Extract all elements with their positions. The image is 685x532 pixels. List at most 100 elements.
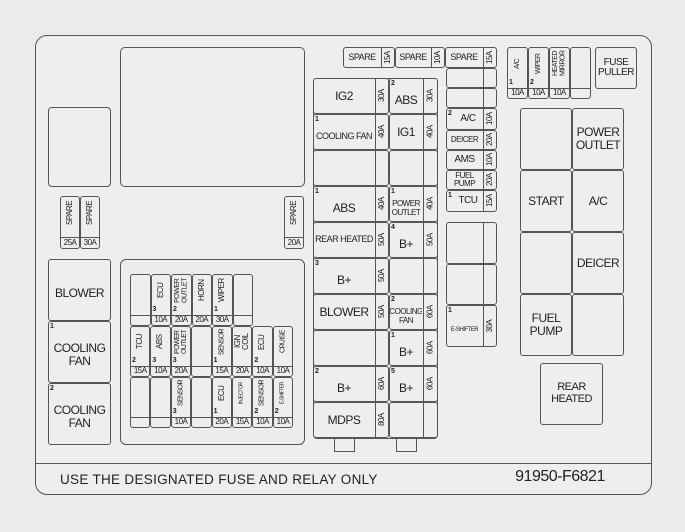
- fuse-slot[interactable]: [313, 186, 389, 222]
- fuse-slot[interactable]: [446, 150, 497, 170]
- fuse-label: POWER OUTLET: [173, 329, 188, 355]
- fuse-slot[interactable]: [130, 377, 151, 428]
- fuse-slot[interactable]: [313, 222, 389, 258]
- fuse-slot[interactable]: [446, 130, 497, 150]
- fuse-slot[interactable]: [60, 196, 80, 249]
- fuse-slot[interactable]: [446, 68, 497, 88]
- relay-slot[interactable]: [520, 294, 572, 356]
- fuse-slot[interactable]: [389, 402, 438, 438]
- fuse-slot[interactable]: [446, 108, 497, 130]
- relay-slot[interactable]: [520, 232, 572, 294]
- fuse-slot[interactable]: [446, 263, 497, 305]
- fuse-slot[interactable]: [284, 196, 304, 249]
- fuse-amp: 20A: [174, 315, 188, 325]
- fuse-slot[interactable]: [130, 326, 151, 377]
- fuse-slot[interactable]: [389, 78, 438, 114]
- fuse-label: ECU: [155, 282, 165, 299]
- fuse-label: ABS: [394, 93, 418, 108]
- fuse-slot[interactable]: [313, 150, 389, 186]
- fuse-slot[interactable]: [446, 170, 497, 190]
- divider: [423, 114, 424, 150]
- fuse-slot[interactable]: [389, 330, 438, 366]
- fuse-label: B+: [398, 381, 414, 396]
- fuse-slot[interactable]: [313, 366, 389, 402]
- fuse-slot[interactable]: [389, 258, 438, 294]
- divider: [375, 366, 376, 402]
- fuse-slot[interactable]: [313, 258, 389, 294]
- fuse-amp: 40A: [425, 197, 435, 211]
- relay-slot[interactable]: [520, 108, 572, 170]
- fuse-slot[interactable]: [446, 190, 497, 212]
- fuse-slot[interactable]: [313, 294, 389, 330]
- fuse-slot[interactable]: [570, 47, 591, 99]
- relay-label: FUEL PUMP: [529, 311, 563, 338]
- fuse-slot[interactable]: [171, 274, 192, 326]
- relay-slot[interactable]: [572, 232, 624, 294]
- fuse-amp: [483, 264, 497, 306]
- fuse-slot[interactable]: [507, 47, 528, 99]
- fuse-slot[interactable]: [80, 196, 100, 249]
- fuse-slot[interactable]: [313, 402, 389, 438]
- fuse-slot[interactable]: [232, 377, 253, 428]
- position-number: 3: [152, 306, 157, 313]
- fuse-amp: [423, 150, 438, 186]
- fuse-slot[interactable]: [389, 366, 438, 402]
- relay-slot[interactable]: [540, 363, 603, 425]
- relay-slot[interactable]: [520, 170, 572, 232]
- fuse-slot[interactable]: [232, 274, 253, 326]
- fuse-label: AMS: [454, 153, 475, 165]
- fuse-amp: 50A: [376, 305, 386, 319]
- fuse-amp: [150, 417, 170, 428]
- relay-slot[interactable]: [572, 170, 624, 232]
- fuse-slot[interactable]: [389, 150, 438, 186]
- position-number: 1: [448, 192, 452, 199]
- fuse-slot[interactable]: [150, 274, 171, 326]
- divider: [80, 237, 100, 238]
- fuse-slot[interactable]: [313, 330, 389, 366]
- fuse-slot[interactable]: [252, 326, 273, 377]
- fuse-slot[interactable]: [389, 222, 438, 258]
- fuse-slot[interactable]: [170, 377, 192, 428]
- relay-slot[interactable]: [572, 108, 624, 170]
- fuse-slot[interactable]: [313, 114, 389, 150]
- fuse-amp: [375, 330, 389, 366]
- fuse-slot[interactable]: [549, 47, 570, 99]
- relay-label: REAR HEATED: [551, 381, 592, 405]
- position-number: 2: [274, 408, 279, 415]
- fuse-slot[interactable]: [389, 114, 438, 150]
- relay-slot[interactable]: [48, 321, 111, 383]
- fuse-slot[interactable]: [446, 305, 497, 347]
- fuse-amp: 60A: [425, 377, 435, 391]
- fuse-slot[interactable]: [150, 377, 171, 428]
- fuse-slot[interactable]: [389, 186, 438, 222]
- fuse-slot[interactable]: [313, 78, 389, 114]
- fuse-slot[interactable]: [191, 326, 212, 377]
- spare-fuse[interactable]: [343, 47, 395, 68]
- fuse-puller[interactable]: [595, 47, 637, 89]
- relay-slot[interactable]: [48, 259, 111, 321]
- fuse-slot[interactable]: [272, 326, 294, 377]
- fuse-slot[interactable]: [150, 326, 171, 377]
- divider: [232, 366, 253, 367]
- fuse-slot[interactable]: [211, 326, 232, 377]
- spare-fuse[interactable]: [395, 47, 445, 68]
- fuse-slot[interactable]: [272, 377, 294, 428]
- fuse-slot[interactable]: [170, 326, 192, 377]
- relay-slot[interactable]: [572, 294, 624, 356]
- fuse-slot[interactable]: [446, 222, 497, 264]
- fuse-slot[interactable]: [212, 274, 233, 326]
- fuse-slot[interactable]: [130, 274, 151, 326]
- fuse-slot[interactable]: [528, 47, 549, 99]
- fuse-label: A/C: [513, 58, 521, 69]
- fuse-label: CRUISE: [279, 330, 287, 354]
- fuse-slot[interactable]: [211, 377, 232, 428]
- relay-slot[interactable]: [48, 383, 111, 445]
- fuse-slot[interactable]: [191, 274, 212, 326]
- fuse-slot[interactable]: [389, 294, 438, 330]
- fuse-slot[interactable]: [446, 88, 497, 108]
- fuse-label: WIPER: [534, 53, 542, 74]
- spare-fuse[interactable]: [445, 47, 497, 68]
- fuse-slot[interactable]: [232, 326, 253, 377]
- fuse-slot[interactable]: [191, 377, 212, 428]
- fuse-slot[interactable]: [252, 377, 273, 428]
